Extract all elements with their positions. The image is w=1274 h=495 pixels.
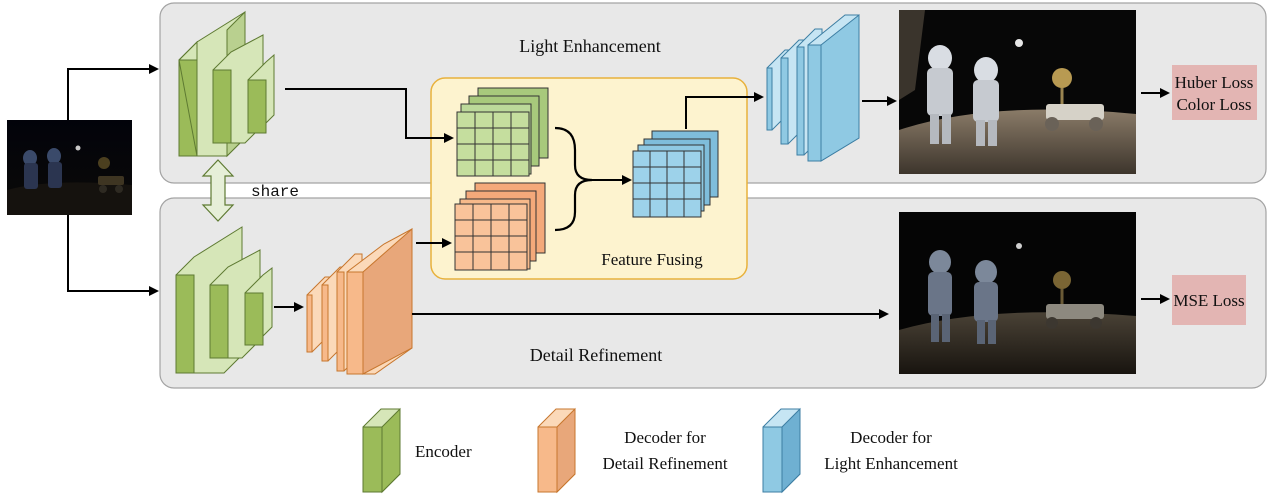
color-loss-label: Color Loss [1176,95,1251,114]
light-enhancement-decoder [766,13,860,162]
legend-detail-decoder-line1: Decoder for [624,428,706,447]
legend-encoder-swatch [362,407,401,494]
legend-light-decoder-line2: Light Enhancement [824,454,958,473]
detail-refined-output-image [899,212,1136,374]
legend-light-decoder-line1: Decoder for [850,428,932,447]
light-enhancement-label: Light Enhancement [519,36,660,56]
top-loss-box [1172,65,1257,120]
bottom-encoder [175,226,273,374]
input-low-light-image [7,120,132,215]
legend-encoder-label: Encoder [415,442,472,461]
legend-detail-decoder-line2: Detail Refinement [602,454,727,473]
fused-feature-grid [632,130,719,218]
mse-loss-label: MSE Loss [1173,291,1244,310]
top-encoder [178,10,275,158]
top-to-fusion-arrow [285,88,454,143]
fusion-to-light-decoder-arrow [685,92,764,129]
legend-light-decoder-swatch [762,407,801,494]
light-feature-grid [456,87,549,177]
share-arrow [201,159,235,222]
detail-refinement-label: Detail Refinement [530,345,662,365]
share-label: share [251,183,299,201]
feature-fusing-label: Feature Fusing [601,250,703,269]
bottom-loss-box [1172,275,1246,325]
detail-feature-grid [454,182,546,271]
huber-loss-label: Huber Loss [1175,73,1254,92]
legend-detail-decoder-swatch [537,407,576,494]
legend: Encoder Decoder for Detail Refinement De… [362,407,958,494]
detail-refinement-decoder [306,227,413,375]
input-arrows [67,64,159,296]
light-enhanced-output-image [899,10,1136,174]
